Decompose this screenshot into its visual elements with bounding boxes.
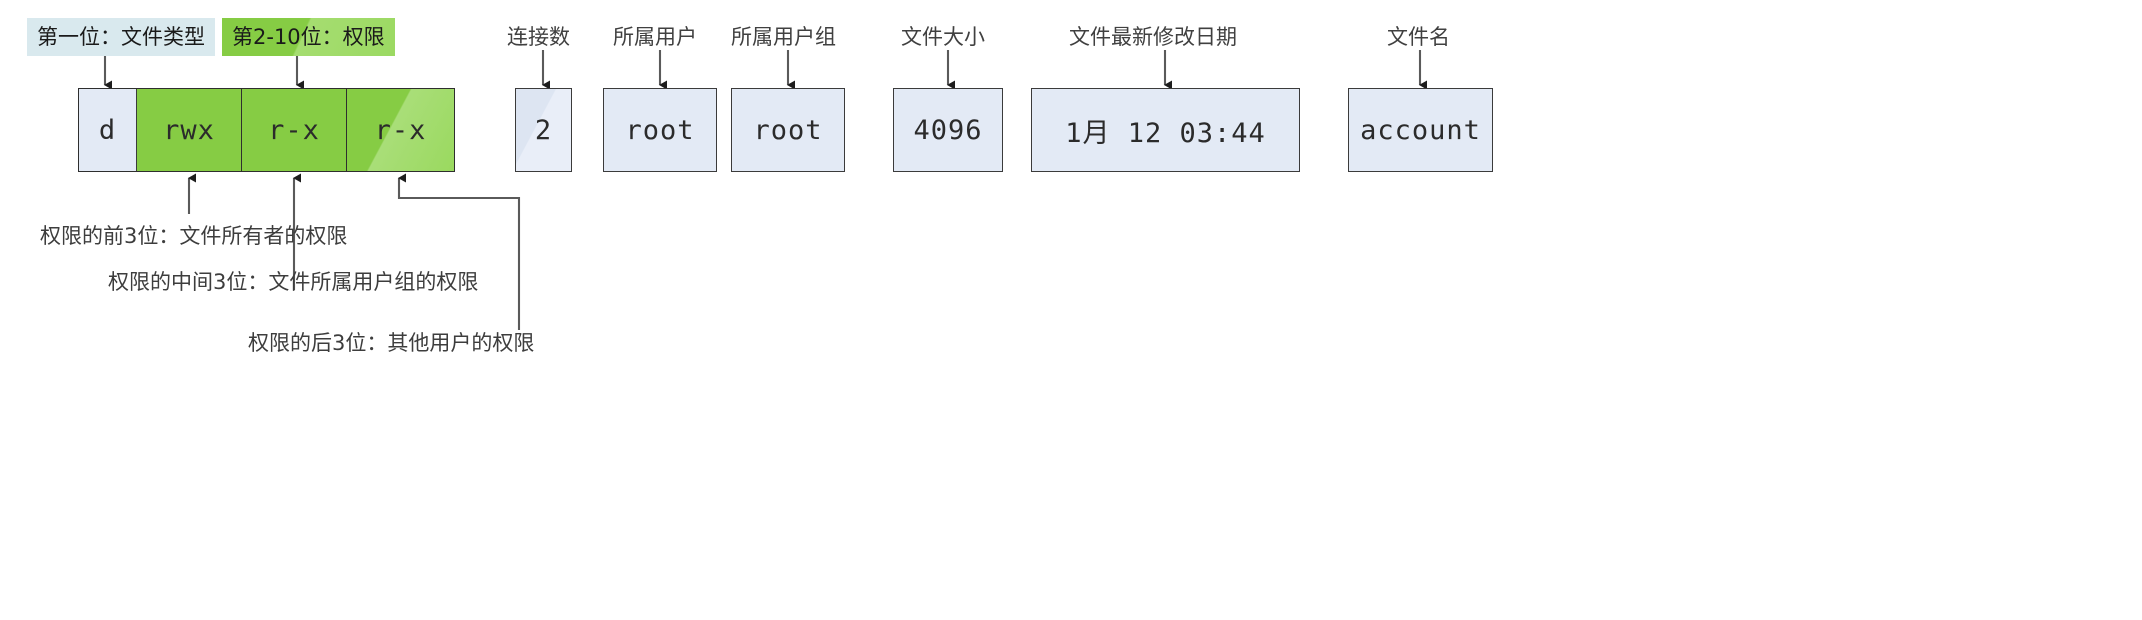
label-file-type: 第一位：文件类型 xyxy=(27,18,215,56)
cell-owner-permission: rwx xyxy=(137,89,242,171)
label-modify-date: 文件最新修改日期 xyxy=(1069,25,1237,49)
label-permission-bits: 第2-10位：权限 xyxy=(222,18,395,56)
box-file-size: 4096 xyxy=(893,88,1003,172)
note-other-permission: 权限的后3位：其他用户的权限 xyxy=(248,331,535,355)
label-file-name: 文件名 xyxy=(1387,25,1450,49)
label-owner-group: 所属用户组 xyxy=(731,25,836,49)
note-group-permission: 权限的中间3位：文件所属用户组的权限 xyxy=(108,270,479,294)
box-file-name: account xyxy=(1348,88,1493,172)
cell-file-type: d xyxy=(79,89,137,171)
note-owner-permission: 权限的前3位：文件所有者的权限 xyxy=(40,224,348,248)
arrow-other-note xyxy=(397,173,521,330)
box-modify-date: 1月 12 03:44 xyxy=(1031,88,1300,172)
box-owner-user: root xyxy=(603,88,717,172)
cell-other-permission: r-x xyxy=(347,89,454,171)
label-owner-user: 所属用户 xyxy=(613,25,697,49)
label-link-count: 连接数 xyxy=(507,25,570,49)
label-file-size: 文件大小 xyxy=(901,25,985,49)
box-link-count: 2 xyxy=(515,88,572,172)
cell-group-permission: r-x xyxy=(242,89,347,171)
permission-strip: d rwx r-x r-x xyxy=(78,88,455,172)
box-owner-group: root xyxy=(731,88,845,172)
